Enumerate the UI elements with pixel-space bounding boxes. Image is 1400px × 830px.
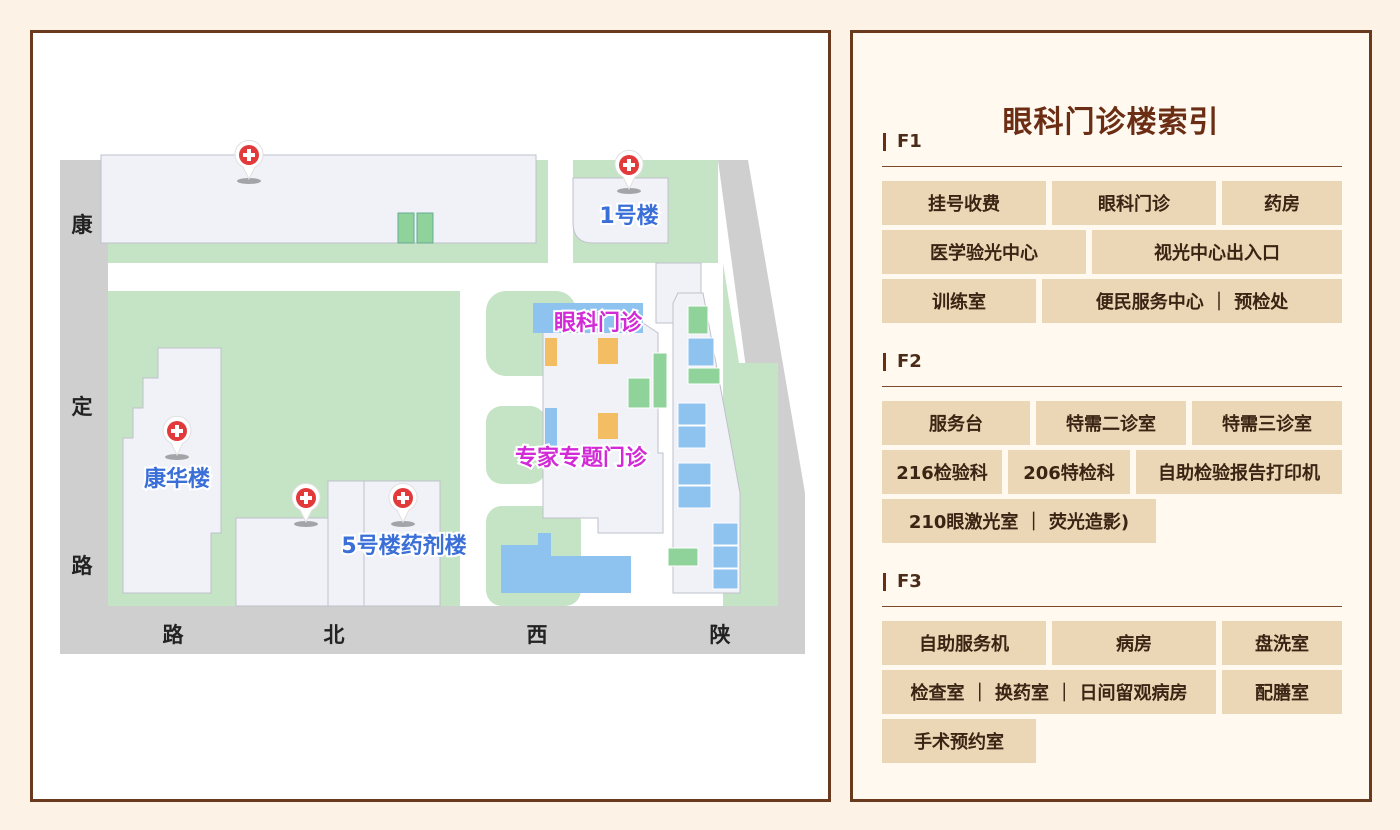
- room-tile[interactable]: 医学验光中心: [882, 230, 1086, 274]
- road-label-kang: 康: [72, 213, 94, 237]
- floor-header-f2: F2: [882, 350, 1342, 387]
- road-label-bei: 北: [324, 623, 345, 647]
- campus-map: 1号楼 康华楼 5号楼药剂楼 眼科门诊 专家专题门诊 康 定 路 路 北 西 陕: [60, 139, 805, 654]
- road-label-xi: 西: [527, 623, 548, 647]
- room-tile[interactable]: 特需三诊室: [1192, 401, 1342, 445]
- hospital-cross-pin-icon[interactable]: [291, 482, 321, 527]
- blue-room-4: [677, 462, 712, 486]
- room-tile[interactable]: 特需二诊室: [1036, 401, 1186, 445]
- room-tile[interactable]: 视光中心出入口: [1092, 230, 1342, 274]
- hospital-cross-pin-icon[interactable]: [234, 139, 264, 184]
- floor-header-f3: F3: [882, 570, 1342, 607]
- blue-room-1: [687, 337, 715, 367]
- index-title: 眼科门诊楼索引: [1002, 105, 1220, 140]
- hospital-cross-pin-icon[interactable]: [388, 482, 418, 527]
- room-tile[interactable]: 病房: [1052, 621, 1216, 665]
- room-tile[interactable]: 检查室 ｜ 换药室 ｜ 日间留观病房: [882, 670, 1216, 714]
- road-kangding: [60, 160, 108, 654]
- green-room-1: [687, 305, 709, 335]
- green-room-2: [687, 367, 721, 385]
- building-1-shape: [572, 177, 669, 244]
- road-label-lu-left: 路: [72, 554, 94, 578]
- blue-room-7: [712, 545, 739, 569]
- green-center-2: [486, 406, 546, 484]
- hospital-cross-pin-icon[interactable]: [162, 415, 192, 460]
- room-tile[interactable]: 自助检验报告打印机: [1136, 450, 1342, 494]
- blue-room-5: [677, 485, 712, 509]
- road-label-lu-bottom: 路: [163, 623, 185, 647]
- room-tile[interactable]: 210眼激光室 ｜ 荧光造影): [882, 499, 1156, 543]
- blue-annex: [501, 533, 631, 593]
- label-kanghua: 康华楼: [144, 466, 210, 492]
- label-eye-clinic: 眼科门诊: [554, 310, 643, 336]
- blue-room-9: [545, 408, 557, 448]
- label-building-1: 1号楼: [599, 204, 658, 229]
- blue-room-2: [677, 402, 707, 426]
- eye-clinic-hall: [533, 303, 643, 333]
- floor-label-f1: F1: [897, 131, 922, 152]
- path-vertical: [460, 263, 486, 606]
- room-tile[interactable]: 216检验科: [882, 450, 1002, 494]
- room-tile[interactable]: 药房: [1222, 181, 1342, 225]
- floor-index-panel: 眼科门诊楼索引 F1 挂号收费 眼科门诊 药房 医学验光中心 视光中心出入口 训…: [850, 30, 1372, 802]
- orange-room-2: [598, 338, 618, 364]
- building-kanghua-shape: [122, 347, 222, 594]
- floor-label-f3: F3: [897, 571, 922, 592]
- road-label-ding: 定: [72, 395, 93, 419]
- building-north: [100, 154, 537, 244]
- floor-header-f1: F1: [882, 130, 1342, 167]
- orange-room-1: [545, 338, 557, 366]
- room-tile[interactable]: 眼科门诊: [1052, 181, 1216, 225]
- room-tile[interactable]: 盘洗室: [1222, 621, 1342, 665]
- north-gate-2: [416, 212, 434, 244]
- green-room-4: [652, 352, 668, 409]
- room-tile[interactable]: 手术预约室: [882, 719, 1036, 763]
- room-tile[interactable]: 训练室: [882, 279, 1036, 323]
- green-room-5: [667, 547, 699, 567]
- room-tile[interactable]: 配膳室: [1222, 670, 1342, 714]
- blue-room-3: [677, 425, 707, 449]
- blue-room-8: [712, 568, 739, 590]
- room-tile[interactable]: 挂号收费: [882, 181, 1046, 225]
- green-room-3: [627, 377, 651, 409]
- path-horizontal: [108, 263, 718, 291]
- building-5-north: [327, 480, 441, 607]
- orange-room-3: [598, 413, 618, 439]
- blue-room-6: [712, 522, 739, 546]
- floor-label-f2: F2: [897, 351, 922, 372]
- label-expert-clinic: 专家专题门诊: [515, 445, 648, 471]
- road-label-shan: 陕: [710, 623, 731, 647]
- label-building-5: 5号楼药剂楼: [341, 533, 466, 559]
- campus-map-panel: 1号楼 康华楼 5号楼药剂楼 眼科门诊 专家专题门诊 康 定 路 路 北 西 陕: [30, 30, 831, 802]
- room-tile[interactable]: 206特检科: [1008, 450, 1130, 494]
- road-shanxi-north: [60, 606, 805, 654]
- hospital-cross-pin-icon[interactable]: [614, 149, 644, 194]
- room-tile[interactable]: 自助服务机: [882, 621, 1046, 665]
- room-tile[interactable]: 服务台: [882, 401, 1030, 445]
- north-gate-1: [397, 212, 415, 244]
- room-tile[interactable]: 便民服务中心 ｜ 预检处: [1042, 279, 1342, 323]
